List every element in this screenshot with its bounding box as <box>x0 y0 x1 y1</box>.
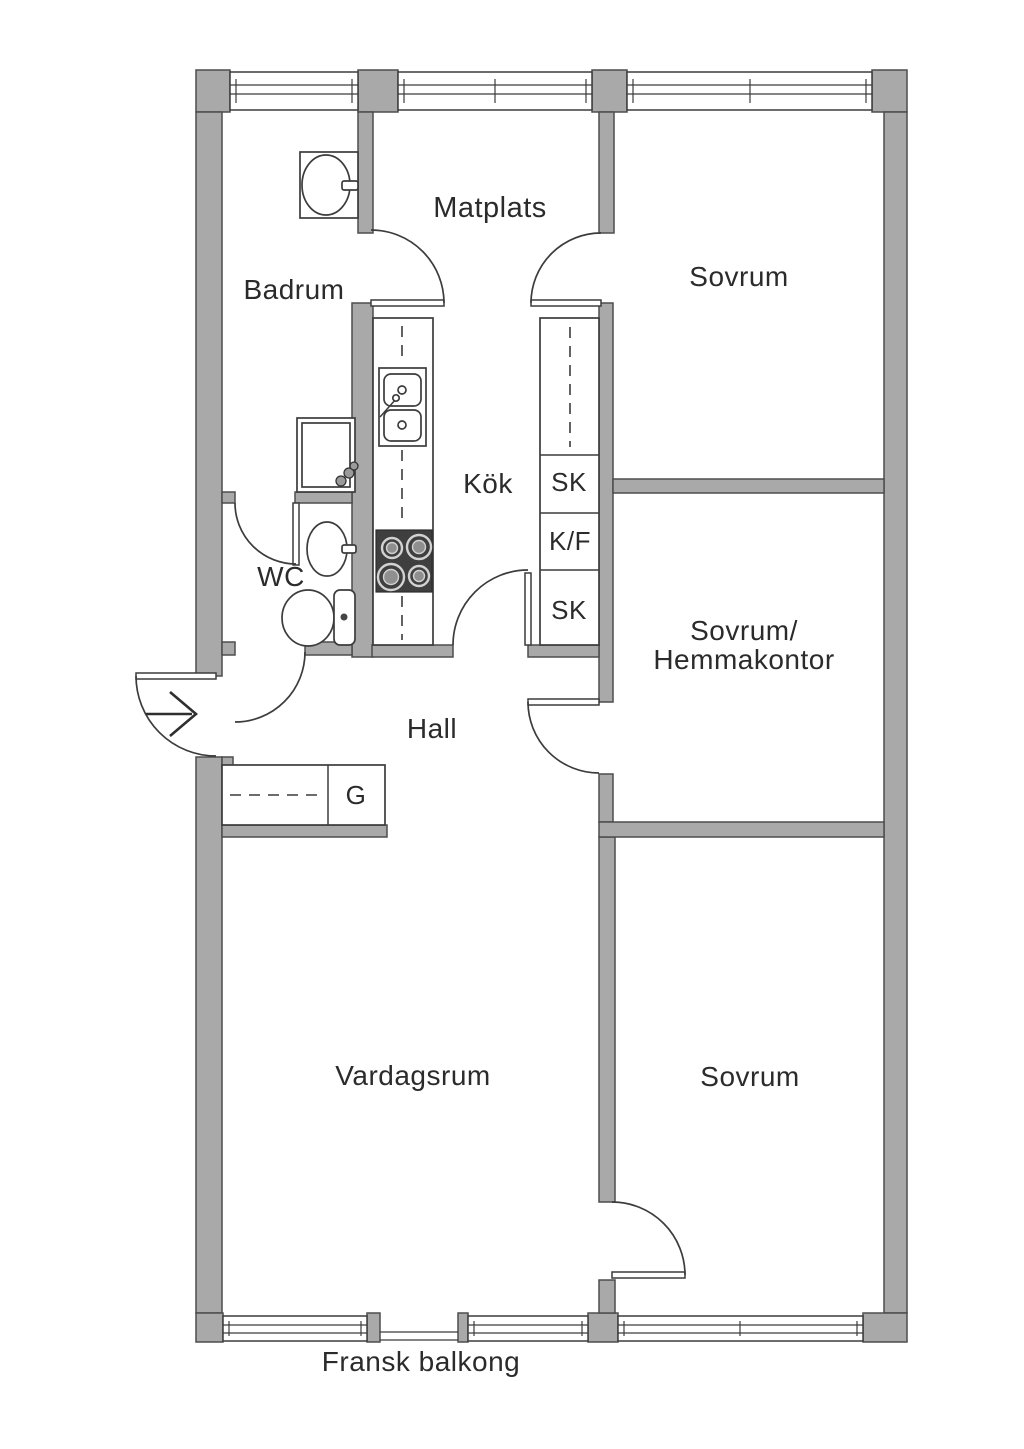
door-kok <box>452 569 532 646</box>
label-sovrum-top: Sovrum <box>689 261 788 292</box>
label-sovrum-hemmakontor-1: Sovrum/ <box>690 615 798 646</box>
stove <box>375 529 433 593</box>
kitchen-sink <box>378 367 427 447</box>
kitchen-cabinet-column: SK K/F SK <box>539 317 600 646</box>
window-badrum <box>229 71 359 111</box>
window-vardagsrum-left <box>222 1315 368 1342</box>
toilet <box>281 589 356 647</box>
windows <box>222 71 873 1342</box>
label-sovrum-bottom: Sovrum <box>700 1061 799 1092</box>
kitchen-counter <box>372 317 434 646</box>
washing-machine <box>296 417 359 493</box>
label-matplats: Matplats <box>433 192 547 224</box>
door-badrum <box>370 229 445 307</box>
label-badrum: Badrum <box>243 274 344 305</box>
label-sovrum-hemmakontor-2: Hemmakontor <box>653 644 834 675</box>
door-sovrum-hemmakontor <box>527 698 600 774</box>
french-balcony-opening <box>380 1331 458 1341</box>
label-kok: Kök <box>463 468 513 499</box>
room-labels: Badrum Matplats Sovrum Kök WC Sovrum/ He… <box>243 192 834 1377</box>
doors <box>135 229 686 1279</box>
window-sovrum-top <box>626 71 873 111</box>
label-fransk-balkong: Fransk balkong <box>322 1346 520 1377</box>
cabinet-sk-bottom-label: SK <box>551 595 587 625</box>
window-matplats <box>397 71 593 111</box>
badrum-sink <box>299 151 359 219</box>
walls <box>195 69 908 1343</box>
entrance-arrow-icon <box>146 691 199 737</box>
label-vardagsrum: Vardagsrum <box>335 1060 490 1091</box>
door-wc <box>234 651 306 723</box>
door-entry <box>135 672 217 757</box>
hall-closet: G <box>221 764 386 826</box>
door-sovrum-bottom <box>611 1201 686 1279</box>
label-hall: Hall <box>407 713 457 744</box>
window-sovrum-bottom <box>617 1315 864 1342</box>
closet-g-label: G <box>346 780 367 810</box>
label-wc: WC <box>257 561 305 592</box>
cabinet-kf-label: K/F <box>549 526 591 556</box>
door-sovrum-top <box>530 232 602 307</box>
wc-sink <box>306 521 357 577</box>
cabinet-sk-top-label: SK <box>551 467 587 497</box>
door-badrum-wc <box>234 502 300 566</box>
window-vardagsrum-right <box>467 1315 589 1342</box>
